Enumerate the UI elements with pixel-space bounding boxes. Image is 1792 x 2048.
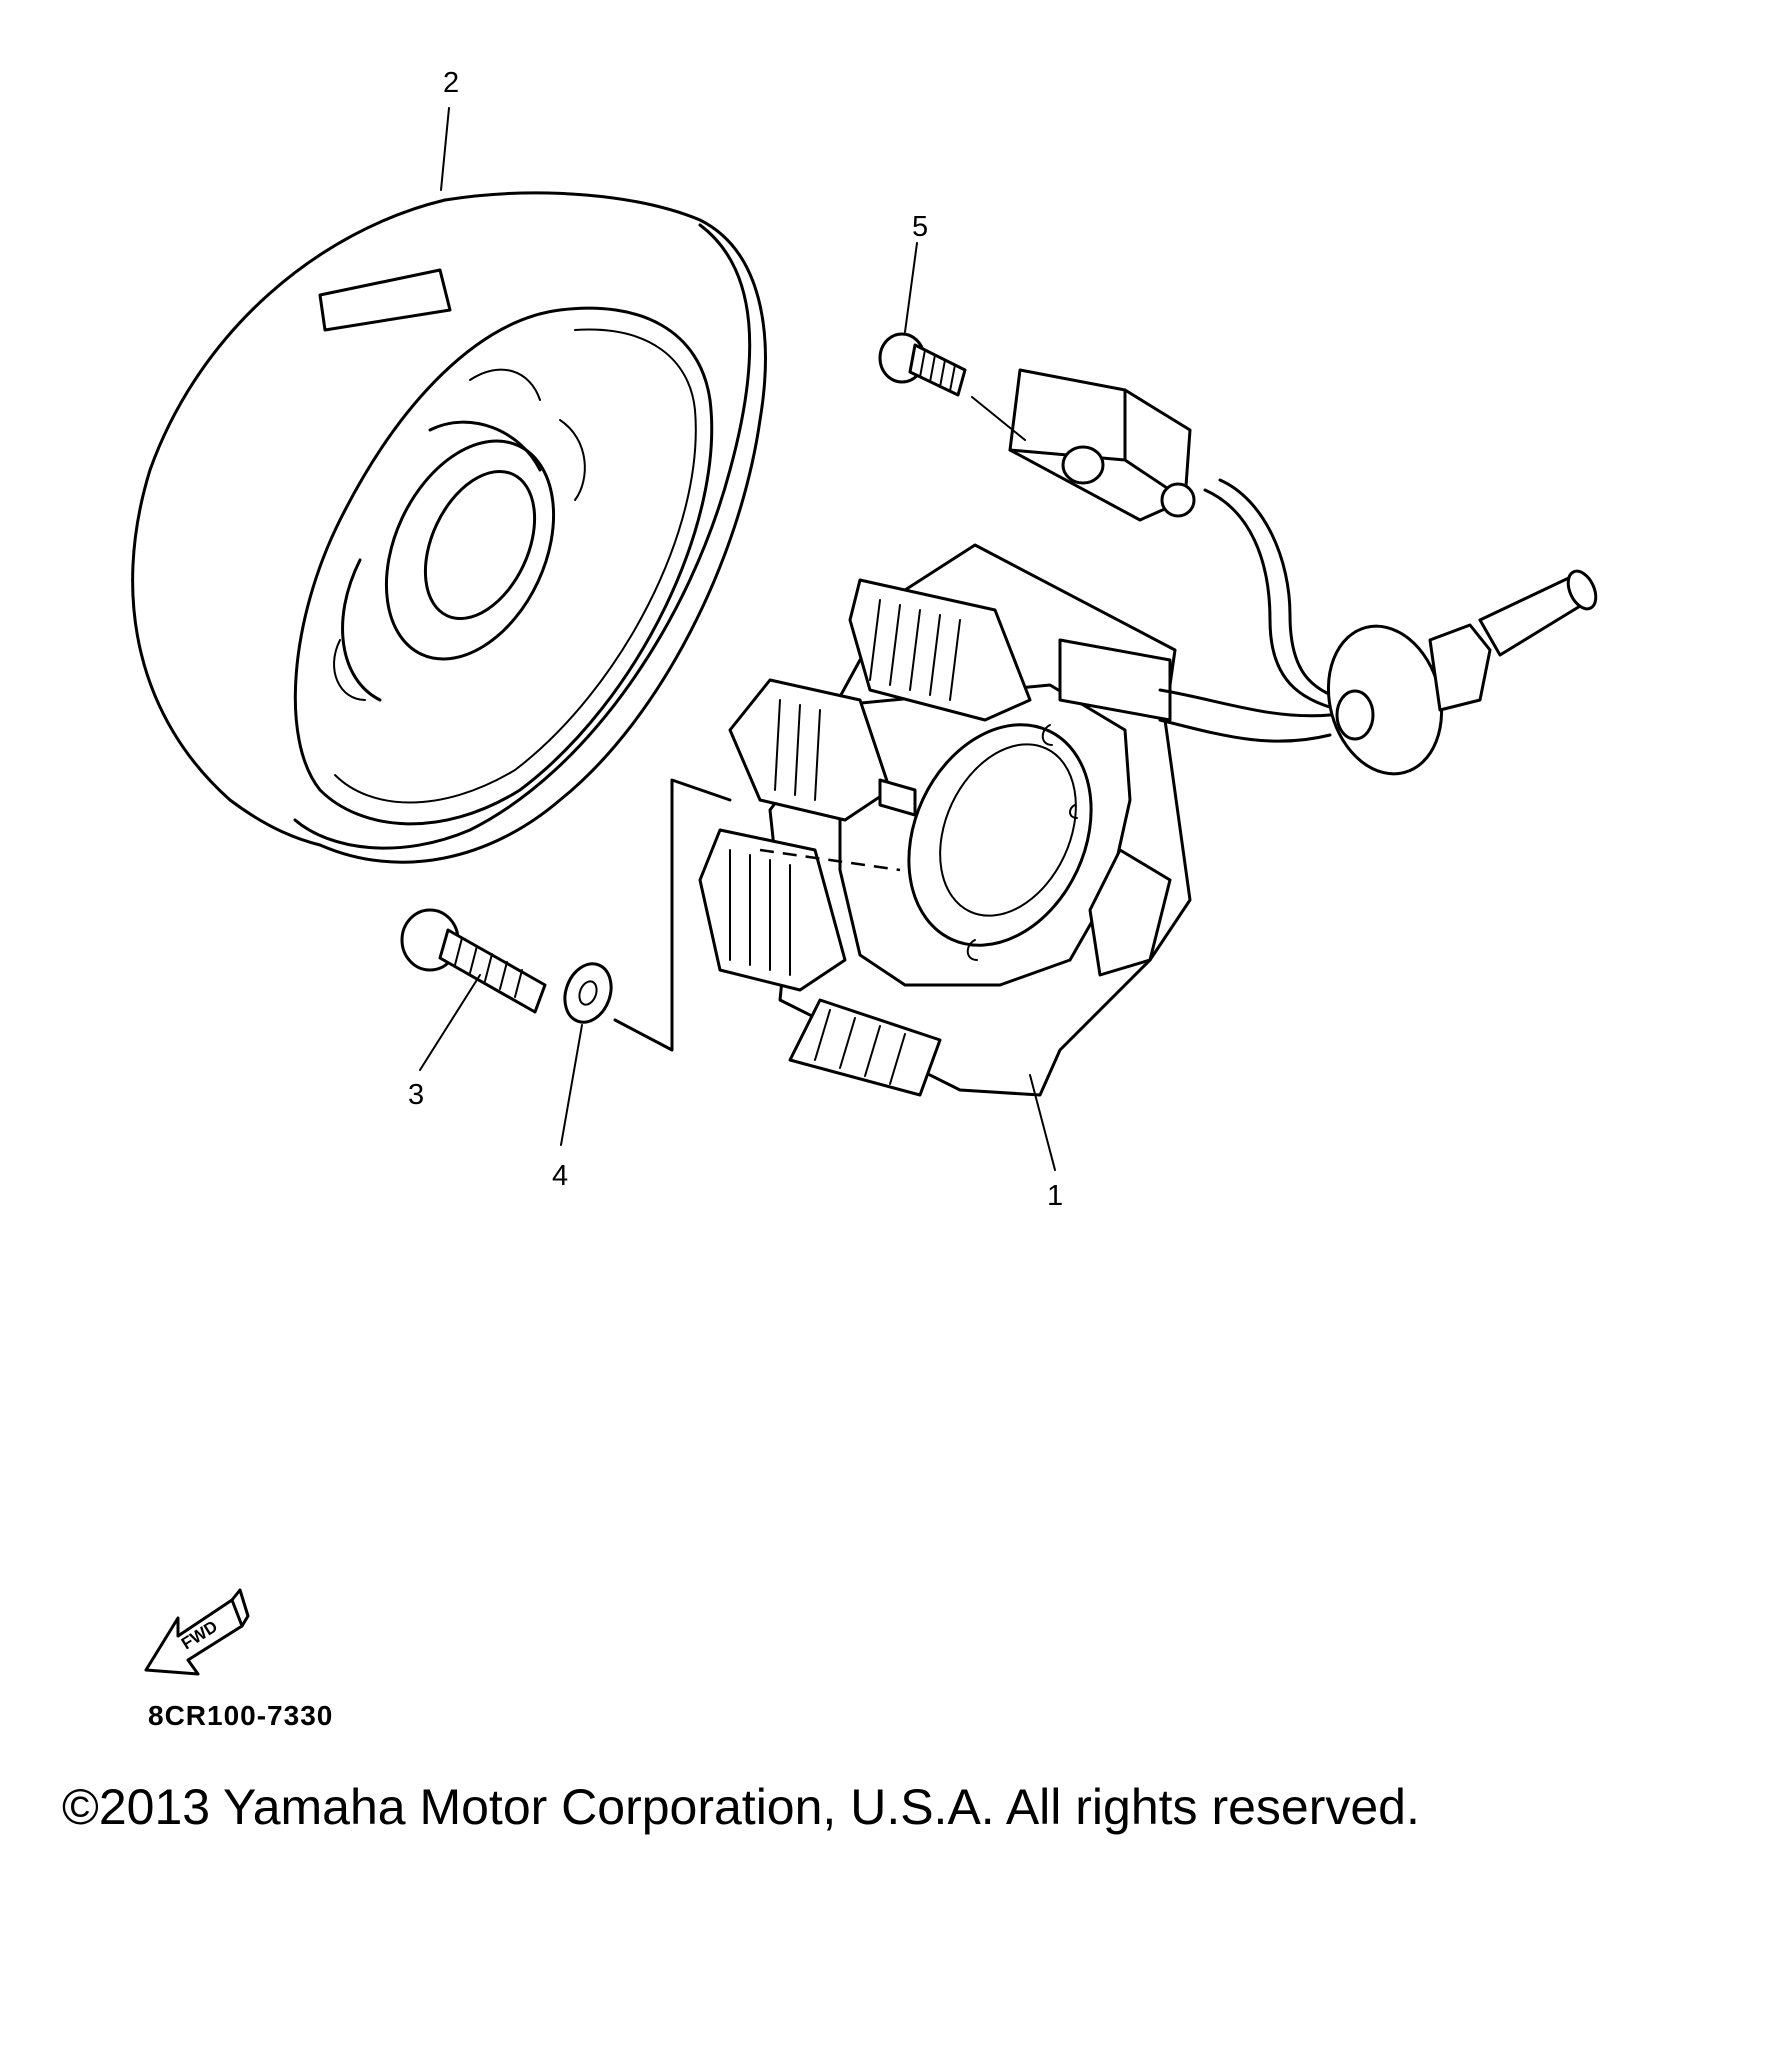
assembly-line xyxy=(613,778,732,1052)
screw xyxy=(878,332,1026,441)
callout-1: 1 xyxy=(1047,1180,1063,1212)
pickup-coil-harness xyxy=(1008,368,1598,776)
callout-2: 2 xyxy=(443,67,459,99)
fwd-arrow-icon: FWD xyxy=(144,1588,250,1676)
copyright-notice: ©2013 Yamaha Motor Corporation, U.S.A. A… xyxy=(62,1779,1420,1835)
washer xyxy=(563,962,613,1024)
rotor-flywheel xyxy=(131,191,767,864)
stator-assembly xyxy=(698,543,1192,1097)
callout-5: 5 xyxy=(912,211,928,243)
callout-4: 4 xyxy=(552,1160,568,1192)
diagram-part-code: 8CR100-7330 xyxy=(148,1700,334,1731)
callout-3: 3 xyxy=(408,1079,424,1111)
bolt xyxy=(400,908,547,1014)
leader-lines xyxy=(419,107,1056,1171)
